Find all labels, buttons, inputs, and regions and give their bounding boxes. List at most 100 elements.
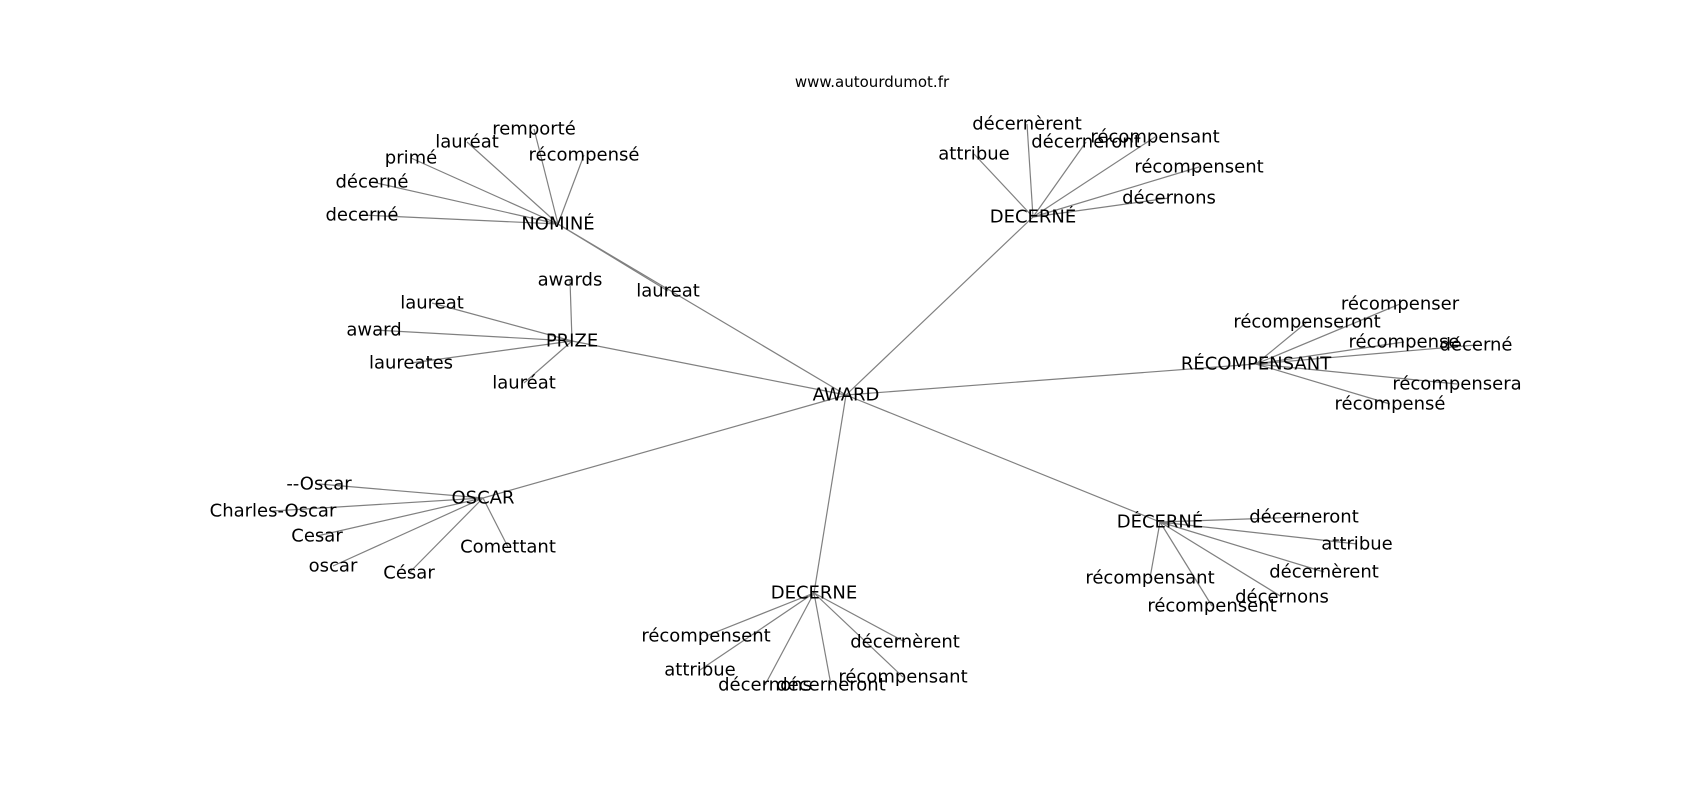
hub-node-recompensant[interactable]: RÉCOMPENSANT [1181, 353, 1332, 375]
edge-decerne_top-leaf-5 [1032, 197, 1170, 218]
edge-prize-leaf-3 [410, 340, 573, 364]
leaf-word[interactable]: laureates [369, 353, 453, 374]
edge-nomine-leaf-3 [410, 157, 559, 225]
leaf-word[interactable]: --Oscar [286, 474, 352, 495]
leaf-word[interactable]: laureat [636, 281, 700, 302]
edge-center-to-nomine [557, 223, 847, 396]
edge-decerne_top-leaf-0 [1026, 123, 1034, 218]
edge-center-to-prize [571, 340, 847, 396]
edge-prize-leaf-0 [569, 279, 573, 342]
edge-recompensant-leaf-2 [1255, 341, 1405, 365]
leaf-word[interactable]: oscar [309, 556, 358, 577]
edge-nomine-leaf-5 [361, 214, 559, 225]
edge-center-to-decerne_top [845, 216, 1034, 396]
leaf-word[interactable]: attribue [664, 660, 735, 681]
edge-recompensant-leaf-5 [1255, 363, 1391, 405]
leaf-word[interactable]: récompensent [1134, 157, 1263, 178]
hub-node-decerne_bottom[interactable]: DECERNE [771, 583, 858, 604]
edge-decerne_top-leaf-1 [973, 153, 1034, 218]
hub-node-nomine[interactable]: NOMINÉ [521, 213, 594, 235]
leaf-word[interactable]: remporté [492, 119, 576, 140]
site-watermark[interactable]: www.autourdumot.fr [795, 73, 950, 91]
edge-decerne_top-leaf-3 [1032, 136, 1156, 218]
leaf-word[interactable]: décernèrent [850, 632, 960, 653]
leaf-word[interactable]: récompenseront [1233, 312, 1380, 333]
edge-oscar-leaf-3 [332, 497, 484, 567]
edge-oscar-leaf-4 [408, 497, 484, 574]
hub-node-prize[interactable]: PRIZE [546, 331, 598, 352]
leaf-word[interactable]: récompensera [1392, 374, 1521, 395]
edge-decerne_right-leaf-0 [1159, 516, 1305, 523]
leaf-word[interactable]: décerné [335, 172, 408, 193]
edge-oscar-leaf-0 [318, 483, 484, 499]
leaf-word[interactable]: décernèrent [972, 114, 1082, 135]
leaf-word[interactable]: awards [538, 270, 603, 291]
edge-decerne_right-leaf-1 [1159, 521, 1358, 545]
edge-nomine-leaf-1 [466, 141, 559, 225]
edge-decerne_right-leaf-4 [1149, 521, 1161, 579]
edge-nomine-leaf-0 [533, 128, 559, 225]
edge-decerne_right-leaf-2 [1159, 521, 1325, 573]
leaf-word[interactable]: lauréat [492, 373, 556, 394]
leaf-word[interactable]: récompensé [529, 145, 640, 166]
leaf-word[interactable]: récompensent [641, 626, 770, 647]
edge-prize-leaf-4 [523, 340, 573, 384]
edge-nomine-leaf-4 [371, 181, 559, 225]
edge-decerne_top-leaf-4 [1032, 166, 1200, 218]
leaf-word[interactable]: décernèrent [1269, 562, 1379, 583]
hub-node-decerne_top[interactable]: DECERNÉ [990, 206, 1077, 228]
edge-recompensant-leaf-0 [1255, 303, 1401, 365]
leaf-word[interactable]: primé [385, 148, 437, 169]
leaf-word[interactable]: récompensant [1085, 568, 1214, 589]
edge-nomine-leaf-2 [557, 154, 585, 225]
edge-decerne_bottom-leaf-1 [699, 592, 815, 671]
graph-labels: www.autourdumot.fr remportélauréatrécomp… [210, 73, 1522, 696]
edge-decerne_bottom-leaf-2 [764, 592, 815, 686]
edge-oscar-leaf-2 [316, 497, 484, 537]
leaf-word[interactable]: attribue [1321, 534, 1392, 555]
leaf-word[interactable]: laureat [400, 293, 464, 314]
leaf-word[interactable]: récompensent [1147, 596, 1276, 617]
edge-oscar-leaf-1 [272, 497, 484, 512]
edge-prize-leaf-2 [373, 329, 573, 342]
hub-node-oscar[interactable]: OSCAR [452, 488, 515, 509]
leaf-word[interactable]: award [346, 320, 401, 341]
leaf-word[interactable]: récompenser [1341, 294, 1460, 315]
edge-recompensant-leaf-1 [1255, 321, 1308, 365]
leaf-word[interactable]: attribue [938, 144, 1009, 165]
edge-decerne_right-leaf-5 [1159, 521, 1213, 607]
leaf-word[interactable]: récompensé [1335, 394, 1446, 415]
edge-prize-leaf-1 [431, 302, 573, 342]
edge-center-to-recompensant [845, 363, 1257, 396]
leaf-word[interactable]: Charles-Oscar [210, 501, 337, 522]
leaf-word[interactable]: décerneront [1031, 132, 1141, 153]
edge-recompensant-leaf-3 [1255, 344, 1477, 365]
edge-center-to-decerne_bottom [813, 394, 847, 594]
edge-center-to-decerne_right [845, 394, 1161, 523]
leaf-word[interactable]: lauréat [435, 132, 499, 153]
hub-node-decerne_right[interactable]: DÉCERNÉ [1117, 511, 1204, 533]
center-node-award[interactable]: AWARD [813, 385, 880, 406]
leaf-word[interactable]: récompensant [838, 667, 967, 688]
edge-decerne_top-leaf-2 [1032, 141, 1087, 218]
leaf-word[interactable]: decerné [325, 205, 398, 226]
edge-decerne_bottom-leaf-3 [813, 592, 832, 686]
leaf-word[interactable]: décernons [1235, 587, 1329, 608]
leaf-word[interactable]: décerné [1439, 335, 1512, 356]
edge-nomine-leaf-6 [557, 223, 669, 292]
leaf-word[interactable]: décerneront [1249, 507, 1359, 528]
leaf-word[interactable]: décernons [1122, 188, 1216, 209]
leaf-word[interactable]: décerneront [776, 675, 886, 696]
leaf-word[interactable]: Comettant [460, 537, 556, 558]
leaf-word[interactable]: Cesar [291, 526, 343, 547]
edge-center-to-oscar [482, 394, 847, 499]
edge-decerne_bottom-leaf-5 [813, 592, 906, 643]
edge-decerne_right-leaf-3 [1159, 521, 1283, 598]
edge-decerne_bottom-leaf-0 [705, 592, 815, 637]
leaf-word[interactable]: décernons [718, 675, 812, 696]
leaf-word[interactable]: récompensant [1090, 127, 1219, 148]
leaf-word[interactable]: César [383, 563, 435, 584]
edge-recompensant-leaf-4 [1255, 363, 1458, 385]
leaf-word[interactable]: récompense [1349, 332, 1460, 353]
